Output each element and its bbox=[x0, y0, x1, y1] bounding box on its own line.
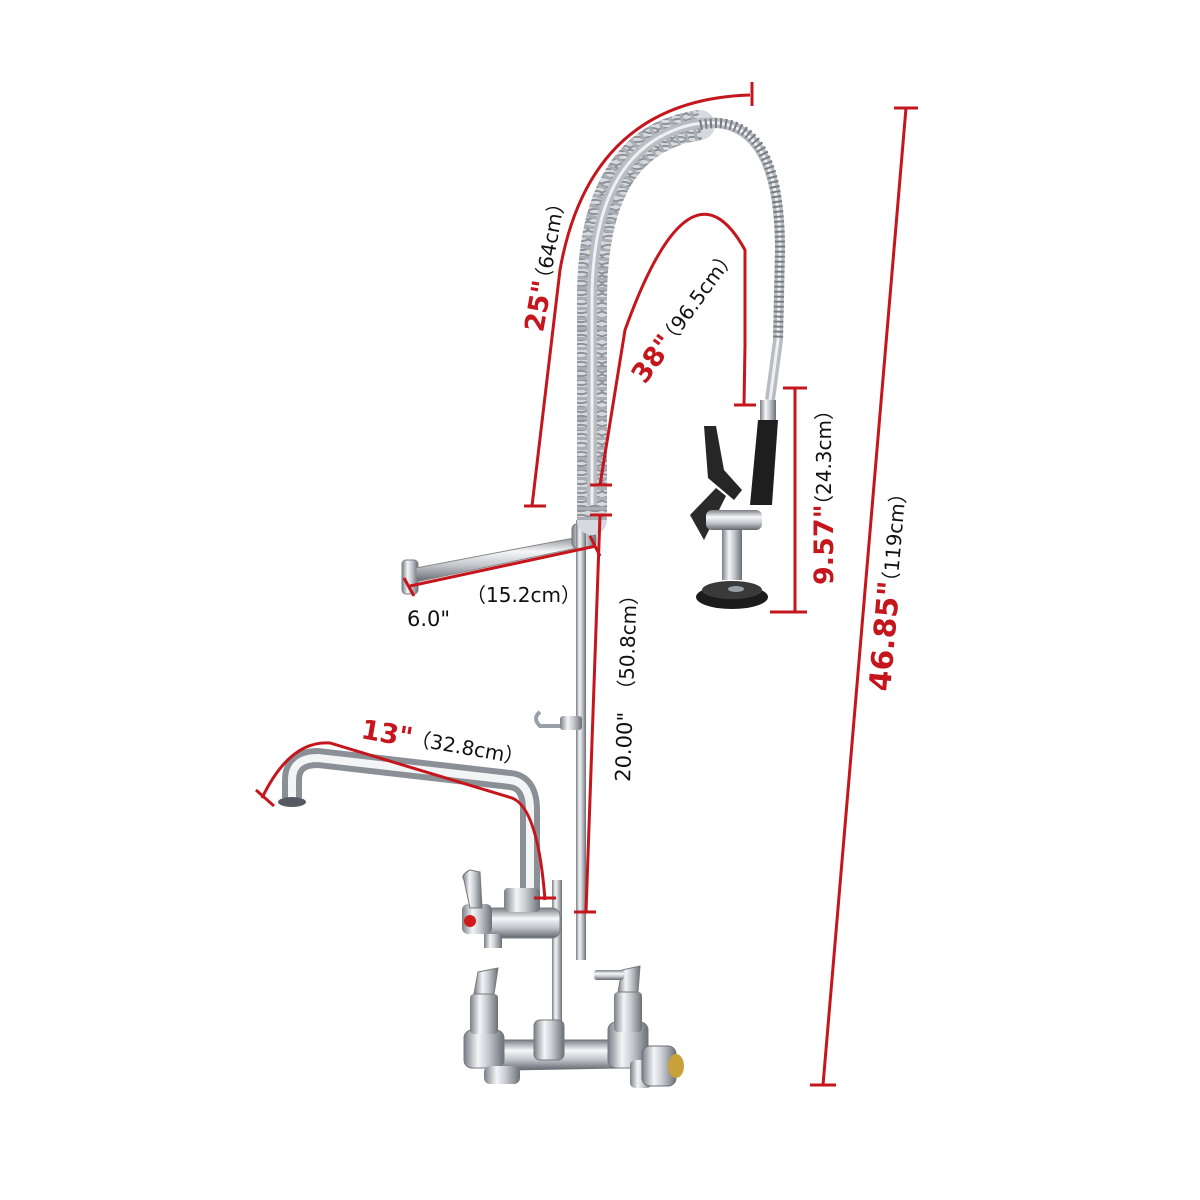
sprayer-length-imperial: 9.57" bbox=[809, 504, 840, 585]
flexible-hose bbox=[587, 117, 786, 505]
spring-height-metric: （64cm） bbox=[530, 192, 570, 291]
dimension-hose-length: 38" （96.5cm） bbox=[590, 212, 756, 487]
riser-height-imperial: 20.00" bbox=[611, 712, 637, 783]
wall-bracket-metric: （15.2cm） bbox=[466, 583, 581, 607]
hose-length-metric: （96.5cm） bbox=[654, 244, 741, 351]
dimension-wall-bracket: 6.0" （15.2cm） bbox=[402, 535, 602, 631]
riser-pipe bbox=[534, 520, 586, 1030]
overall-height-metric: （119cm） bbox=[878, 482, 911, 592]
pre-rinse-sprayer bbox=[690, 400, 778, 609]
riser-height-metric: （50.8cm） bbox=[614, 584, 642, 700]
spout-length-imperial: 13" bbox=[359, 714, 415, 753]
overall-height-imperial: 46.85" bbox=[863, 580, 908, 693]
sprayer-length-metric: （24.3cm） bbox=[812, 400, 836, 515]
dimension-riser-height: 20.00" （50.8cm） bbox=[574, 513, 642, 914]
dimension-overall-height: 46.85" （119cm） bbox=[810, 106, 918, 1087]
add-on-faucet-valve bbox=[462, 869, 561, 948]
dimension-sprayer-length: 9.57" （24.3cm） bbox=[770, 386, 840, 614]
wall-mount-base bbox=[463, 965, 684, 1088]
wall-bracket-imperial: 6.0" bbox=[407, 607, 450, 631]
swing-spout bbox=[278, 748, 540, 900]
dimension-spout-length: 13" （32.8cm） bbox=[255, 714, 556, 901]
faucet-illustration bbox=[278, 110, 786, 1088]
